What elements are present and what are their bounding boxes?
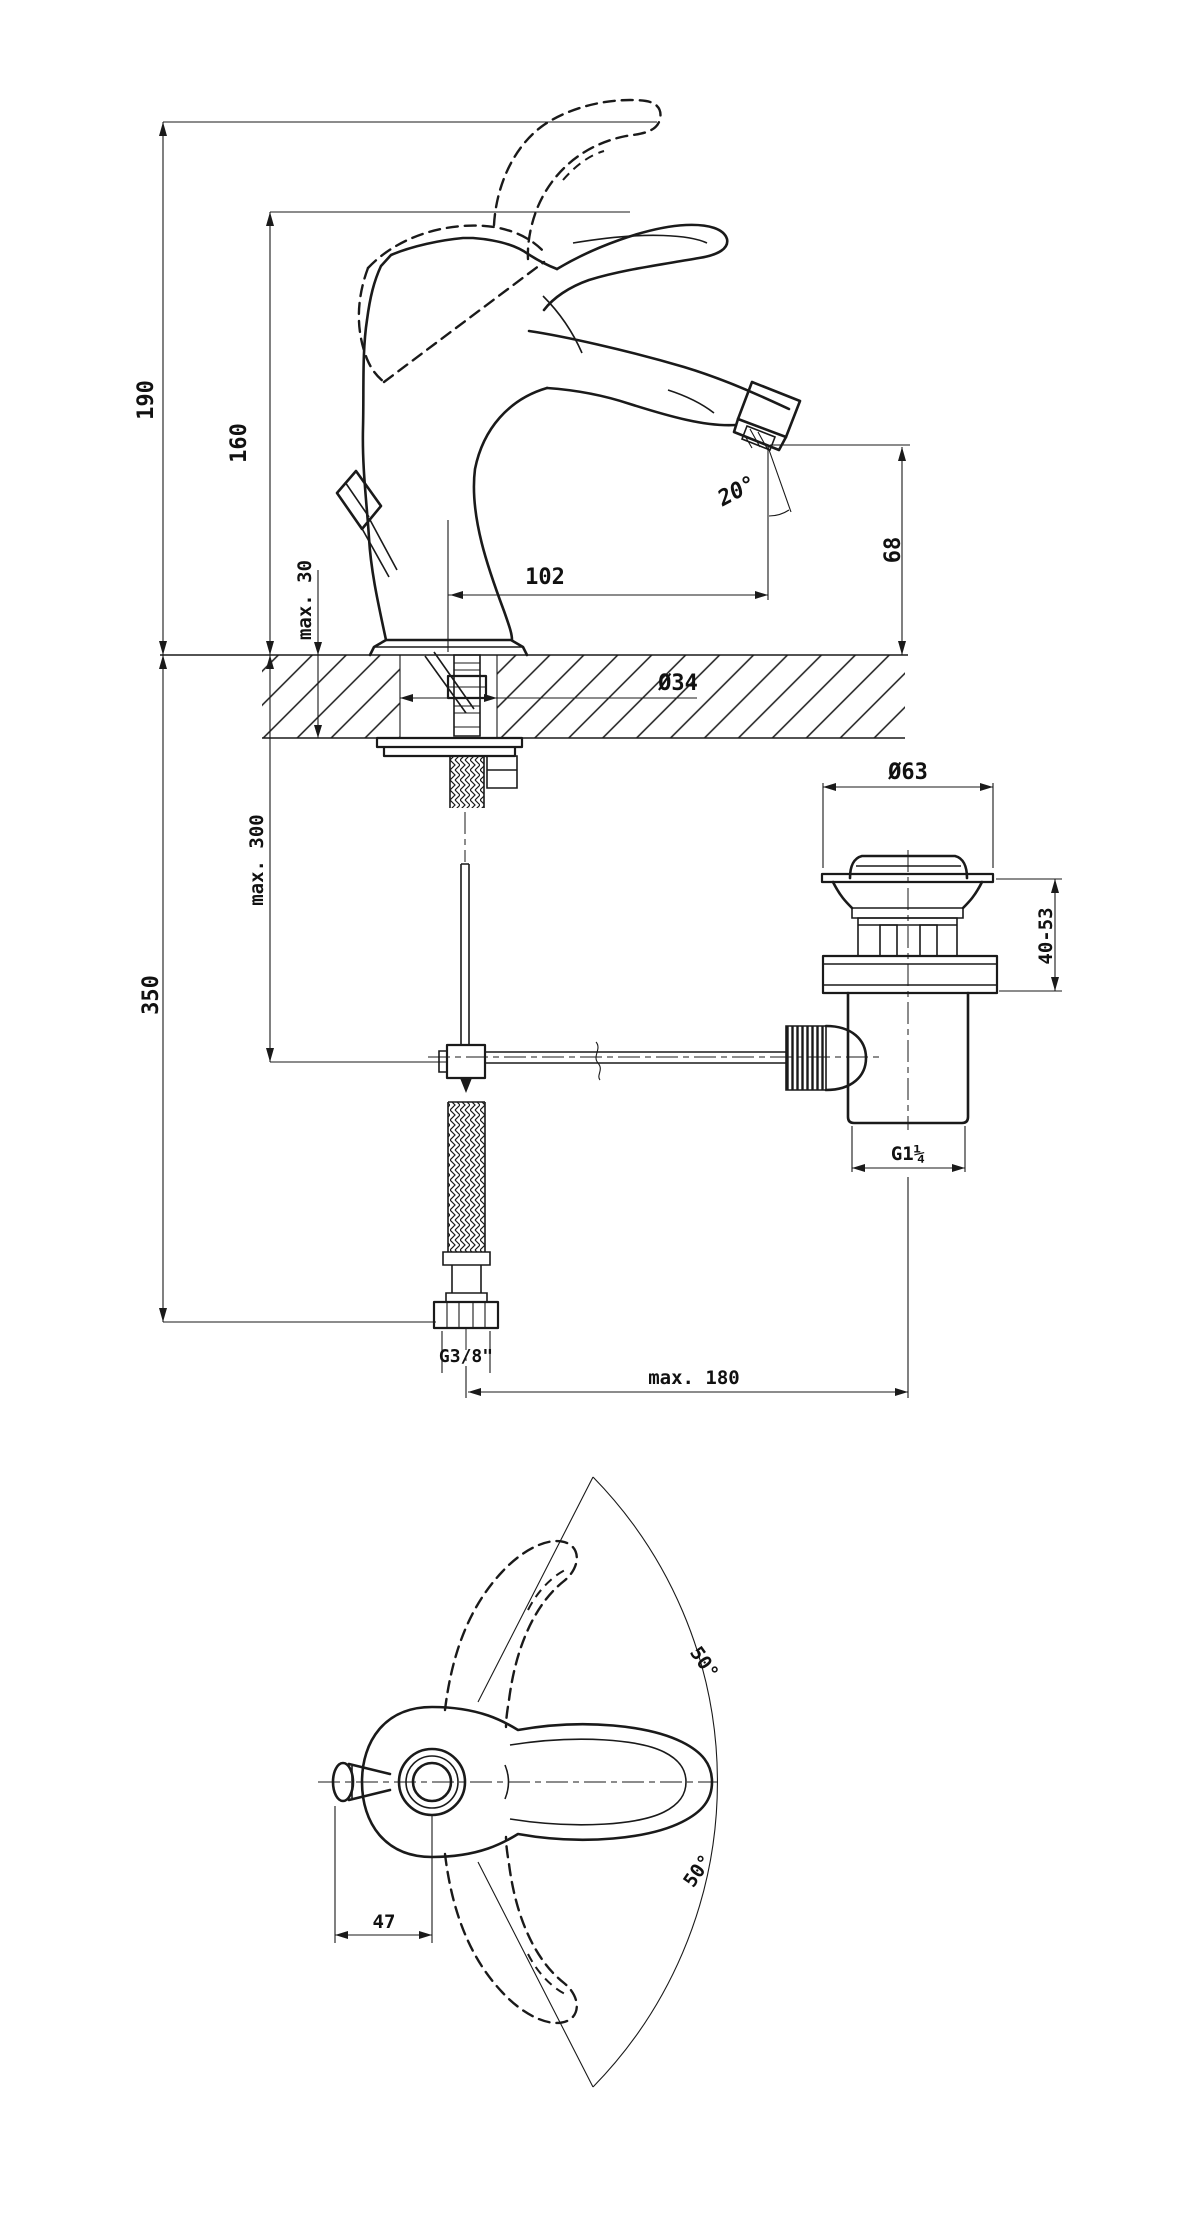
- dim-label-190: 190: [134, 380, 159, 420]
- body-right-edge: [472, 386, 549, 642]
- dim-label-40-53: 40-53: [1035, 907, 1057, 964]
- handle-plan-view: 50° 50°: [318, 1476, 723, 2088]
- horizontal-linkage-rod: [428, 1041, 880, 1081]
- dimension-annotations: 190 350 160 max. 300 max. 30 102 68 20°: [134, 121, 1062, 1396]
- spout-top: [527, 329, 791, 411]
- handle-plan-solid: [318, 1705, 718, 1943]
- dim-label-max180: max. 180: [648, 1367, 740, 1389]
- spout-bottom: [545, 386, 738, 427]
- washer-plate: [375, 736, 524, 758]
- linkage-tee: [785, 1024, 868, 1092]
- dim-label-47: 47: [373, 1911, 396, 1933]
- dim-label-68: 68: [881, 537, 906, 564]
- dim-label-max30: max. 30: [294, 560, 316, 640]
- raised-handle-phantom: [357, 98, 662, 384]
- dim-label-max300: max. 300: [246, 814, 268, 906]
- lever-handle-side: [542, 223, 729, 312]
- stud-nut: [486, 755, 518, 789]
- pop-up-knob: [335, 469, 398, 578]
- side-elevation-view: 190 350 160 max. 300 max. 30 102 68 20°: [134, 98, 1062, 1398]
- dim-label-102: 102: [525, 565, 565, 590]
- handle-phantom-positions: [443, 1539, 578, 2025]
- pop-up-rod: [438, 863, 487, 1093]
- countertop-section: [160, 654, 908, 739]
- dim-label-20deg: 20°: [713, 471, 761, 512]
- dim-label-g114: G1¼: [891, 1143, 925, 1165]
- dim-label-g38: G3/8": [439, 1346, 493, 1367]
- dim-label-50deg-upper: 50°: [685, 1643, 723, 1684]
- supply-hose-lower: [432, 1101, 500, 1330]
- spout-outlet: [732, 380, 802, 452]
- g38-nut: [432, 1300, 500, 1330]
- under-counter-assembly: [375, 651, 880, 1398]
- dim-label-160: 160: [227, 423, 252, 463]
- dimension-47: 47: [335, 1911, 432, 1939]
- drain-waste-assembly: [785, 850, 999, 1398]
- dim-label-hole34: Ø34: [657, 671, 698, 696]
- dim-label-waste63: Ø63: [887, 760, 928, 785]
- dim-label-350: 350: [139, 975, 164, 1015]
- supply-hose-upper: [449, 755, 485, 808]
- faucet-body: [335, 98, 802, 657]
